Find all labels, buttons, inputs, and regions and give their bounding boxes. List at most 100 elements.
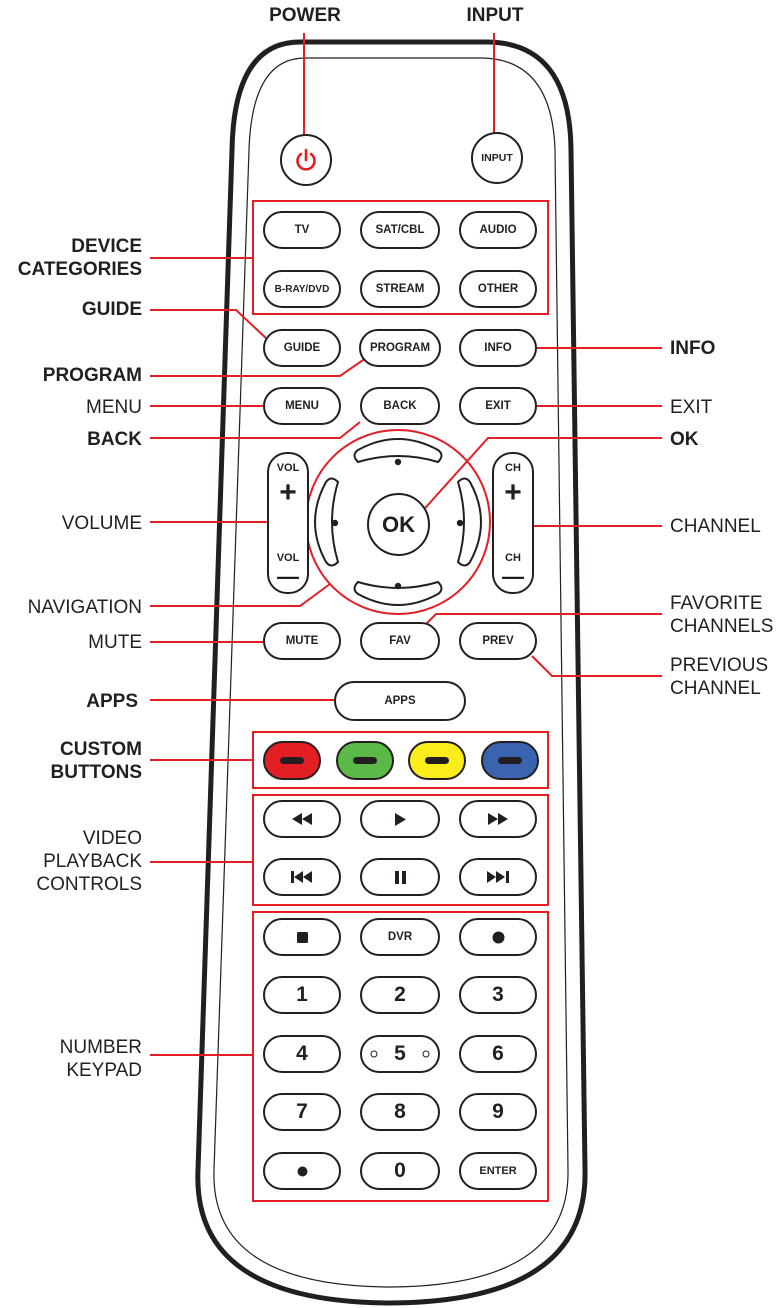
menu-button[interactable]: MENU	[263, 387, 341, 425]
playback-frame	[252, 794, 549, 906]
device-categories-frame	[252, 200, 549, 315]
label-program: PROGRAM	[42, 365, 142, 386]
volume-rocker[interactable]: VOL + VOL —	[267, 452, 309, 594]
rewind-icon	[292, 813, 312, 825]
nav-right-button	[456, 477, 482, 567]
vol-up-label: VOL	[276, 462, 300, 474]
digit-5-label: 5	[394, 1042, 406, 1065]
exit-button[interactable]: EXIT	[459, 387, 537, 425]
label-channel: CHANNEL	[670, 516, 761, 537]
dash-icon	[425, 757, 449, 764]
nav-left-button	[314, 477, 340, 567]
custom-yellow-button[interactable]	[408, 741, 466, 780]
dot-button[interactable]	[263, 1152, 341, 1190]
nav-down-button	[353, 580, 443, 606]
power-button[interactable]	[280, 134, 332, 186]
label-guide: GUIDE	[81, 299, 142, 320]
bray-dvd-button[interactable]: B-RAY/DVD	[263, 270, 341, 308]
fast-forward-button[interactable]	[459, 800, 537, 838]
digit-9-button[interactable]: 9	[459, 1093, 537, 1131]
other-button[interactable]: OTHER	[459, 270, 537, 308]
volume-down-icon[interactable]: —	[277, 564, 299, 589]
label-menu: MENU	[86, 397, 142, 418]
dash-icon	[498, 757, 522, 764]
skip-forward-icon	[487, 871, 509, 883]
fast-forward-icon	[488, 813, 508, 825]
audio-button[interactable]: AUDIO	[459, 211, 537, 249]
rewind-button[interactable]	[263, 800, 341, 838]
tactile-ring-icon	[370, 1050, 378, 1058]
stop-button[interactable]	[263, 918, 341, 956]
apps-button[interactable]: APPS	[334, 681, 466, 721]
label-apps: APPS	[86, 691, 138, 712]
stop-icon	[296, 931, 308, 943]
tv-button[interactable]: TV	[263, 211, 341, 249]
label-favorite-channels: FAVORITE CHANNELS	[670, 593, 774, 637]
label-mute: MUTE	[88, 632, 142, 653]
digit-3-button[interactable]: 3	[459, 976, 537, 1014]
channel-up-icon[interactable]: +	[504, 476, 522, 509]
nav-up-dot-icon	[394, 458, 402, 466]
play-icon	[394, 812, 406, 826]
record-button[interactable]	[459, 918, 537, 956]
skip-forward-button[interactable]	[459, 858, 537, 896]
label-navigation: NAVIGATION	[27, 597, 142, 618]
input-button[interactable]: INPUT	[471, 132, 523, 184]
sat-cbl-button[interactable]: SAT/CBL	[360, 211, 440, 249]
digit-7-button[interactable]: 7	[263, 1093, 341, 1131]
prev-button[interactable]: PREV	[459, 622, 537, 660]
label-previous-channel: PREVIOUS CHANNEL	[670, 655, 769, 699]
dot-icon	[297, 1166, 307, 1176]
skip-back-icon	[291, 871, 312, 883]
enter-button[interactable]: ENTER	[459, 1152, 537, 1190]
digit-2-button[interactable]: 2	[360, 976, 440, 1014]
info-button[interactable]: INFO	[459, 329, 537, 367]
label-exit: EXIT	[670, 397, 713, 418]
nav-up-button	[353, 438, 443, 464]
ch-up-label: CH	[505, 462, 521, 474]
digit-5-button[interactable]: 5	[360, 1035, 440, 1073]
power-icon	[296, 148, 316, 171]
vol-down-label: VOL	[276, 552, 300, 564]
digit-4-button[interactable]: 4	[263, 1035, 341, 1073]
stream-button[interactable]: STREAM	[360, 270, 440, 308]
channel-rocker[interactable]: CH + CH —	[492, 452, 534, 594]
digit-1-button[interactable]: 1	[263, 976, 341, 1014]
ok-button[interactable]: OK	[367, 493, 430, 556]
back-button[interactable]: BACK	[360, 387, 440, 425]
channel-down-icon[interactable]: —	[502, 564, 524, 589]
digit-6-button[interactable]: 6	[459, 1035, 537, 1073]
label-info: INFO	[670, 338, 716, 359]
record-icon	[492, 931, 504, 943]
play-button[interactable]	[360, 800, 440, 838]
navigation-pad[interactable]	[298, 422, 498, 622]
label-device-categories: DEVICE CATEGORIES	[17, 236, 142, 280]
label-number-keypad: NUMBER KEYPAD	[59, 1037, 142, 1081]
tactile-ring-icon	[422, 1050, 430, 1058]
digit-0-button[interactable]: 0	[360, 1152, 440, 1190]
mute-button[interactable]: MUTE	[263, 622, 341, 660]
label-ok: OK	[670, 429, 699, 450]
dash-icon	[353, 757, 377, 764]
custom-buttons-frame	[252, 731, 549, 789]
custom-red-button[interactable]	[263, 741, 321, 780]
label-video-playback: VIDEO PLAYBACK CONTROLS	[36, 828, 142, 895]
volume-up-icon[interactable]: +	[279, 476, 297, 509]
custom-green-button[interactable]	[336, 741, 394, 780]
dash-icon	[280, 757, 304, 764]
digit-8-button[interactable]: 8	[360, 1093, 440, 1131]
pause-button[interactable]	[360, 858, 440, 896]
nav-left-dot-icon	[331, 519, 339, 527]
skip-back-button[interactable]	[263, 858, 341, 896]
remote-body-inner	[213, 57, 569, 1288]
program-button[interactable]: PROGRAM	[359, 329, 441, 367]
custom-blue-button[interactable]	[481, 741, 539, 780]
dvr-button[interactable]: DVR	[360, 918, 440, 956]
guide-button[interactable]: GUIDE	[263, 329, 341, 367]
fav-button[interactable]: FAV	[360, 622, 440, 660]
pause-icon	[394, 870, 406, 884]
label-power: POWER	[269, 5, 341, 26]
ch-down-label: CH	[505, 552, 521, 564]
label-input: INPUT	[466, 5, 524, 26]
